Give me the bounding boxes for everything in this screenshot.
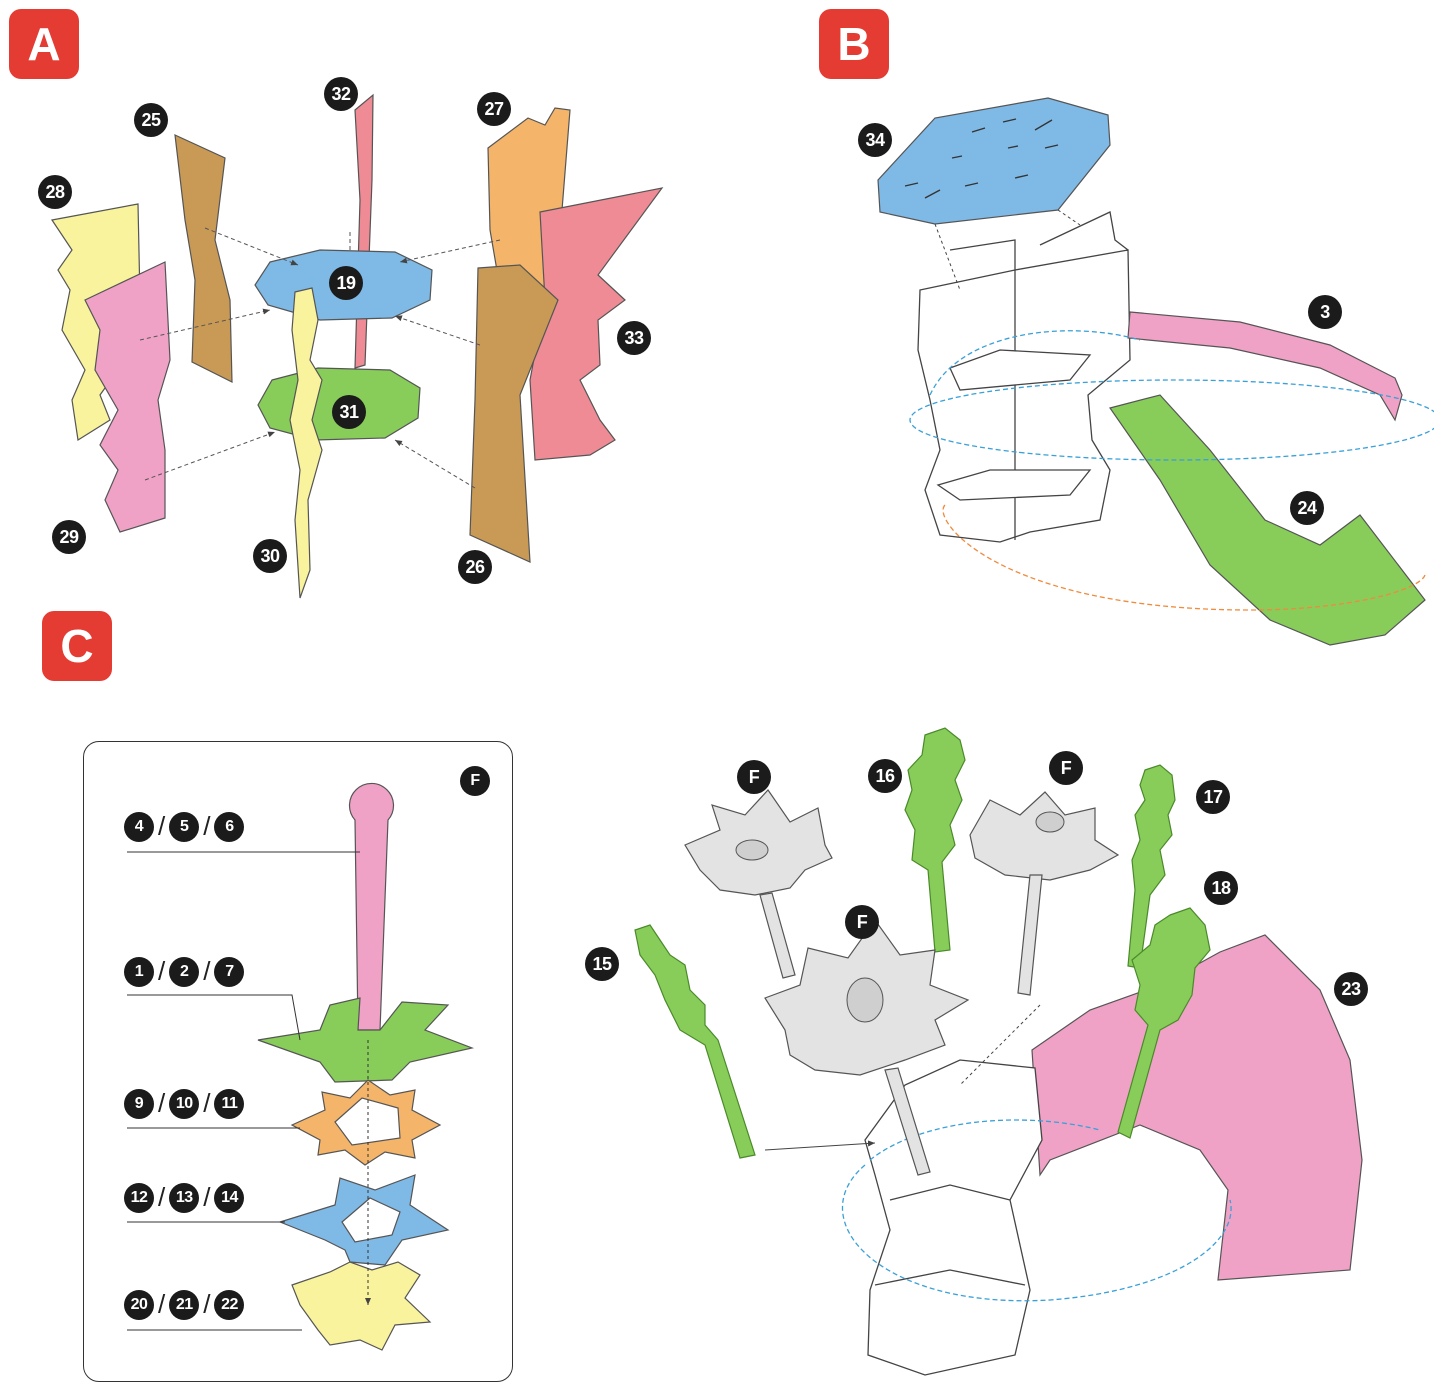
step-b-badge: B	[819, 9, 889, 79]
part-label: 21	[169, 1289, 200, 1320]
piece-32	[354, 93, 374, 369]
flower-f-3-stem	[884, 1067, 931, 1176]
piece-24	[1109, 394, 1426, 646]
part-label: 2	[169, 956, 200, 987]
piece-3	[1127, 311, 1403, 422]
part-group: 1/ 2/ 7	[124, 956, 245, 987]
slash: /	[158, 1088, 166, 1118]
part-label: 3	[1308, 295, 1342, 329]
piece-23	[1031, 934, 1363, 1281]
part-label: 13	[169, 1182, 200, 1213]
part-label: 23	[1334, 972, 1368, 1006]
part-group: 9/ 10/ 11	[124, 1088, 245, 1119]
part-label: 15	[585, 947, 619, 981]
part-label: 17	[1196, 780, 1230, 814]
slash: /	[203, 811, 211, 841]
part-label: 22	[214, 1289, 245, 1320]
part-label: 5	[169, 811, 200, 842]
part-label: F	[845, 905, 879, 939]
part-label: 9	[124, 1088, 154, 1119]
panel-f-diagram	[127, 782, 475, 1351]
flower-f-1-stem	[759, 892, 796, 979]
part-label: 16	[868, 759, 902, 793]
slash: /	[203, 956, 211, 986]
part-label: F	[737, 760, 771, 794]
part-label: 27	[477, 92, 511, 126]
part-label: 28	[38, 175, 72, 209]
flower-f-2-stem	[1017, 874, 1043, 996]
part-group: 20/ 21/ 22	[124, 1289, 245, 1320]
part-group: 4/ 5/ 6	[124, 811, 245, 842]
slash: /	[158, 1289, 166, 1319]
part-label: 20	[124, 1289, 154, 1320]
step-a-badge: A	[9, 9, 79, 79]
stem-18	[1117, 907, 1211, 1139]
part-label: 18	[1204, 871, 1238, 905]
step-c-diagram	[634, 727, 1363, 1376]
vase-c	[864, 1059, 1043, 1376]
piece-26	[469, 264, 559, 563]
part-group: 12/ 13/ 14	[124, 1182, 245, 1213]
piece-29	[84, 261, 171, 533]
part-label: 31	[332, 395, 366, 429]
part-label: 29	[52, 520, 86, 554]
slash: /	[203, 1289, 211, 1319]
panel-f-label: F	[460, 766, 490, 796]
part-label: 32	[324, 77, 358, 111]
part-label: 10	[169, 1088, 200, 1119]
part-label: 4	[124, 811, 154, 842]
piece-33	[529, 187, 664, 461]
part-label: 30	[253, 539, 287, 573]
piece-34	[877, 97, 1111, 225]
piece-25	[174, 134, 233, 383]
part-label: 6	[214, 811, 245, 842]
part-label: 12	[124, 1182, 154, 1213]
part-label: 34	[858, 123, 892, 157]
piece-30	[289, 287, 323, 599]
part-label: 26	[458, 550, 492, 584]
part-label: F	[1049, 751, 1083, 785]
part-label: 19	[329, 266, 363, 300]
part-label: 33	[617, 321, 651, 355]
part-label: 24	[1290, 491, 1324, 525]
step-b-diagram	[877, 97, 1434, 646]
slash: /	[203, 1088, 211, 1118]
layer-green	[257, 997, 475, 1083]
panel-f	[83, 741, 513, 1382]
part-label: 7	[214, 956, 245, 987]
step-a-diagram	[50, 93, 664, 599]
stem-17	[1127, 764, 1176, 969]
slash: /	[158, 811, 166, 841]
stem-15	[634, 924, 756, 1159]
vase-frame-b	[917, 249, 1131, 543]
layer-yellow	[291, 1261, 432, 1351]
piece-pistil	[348, 782, 395, 1031]
stem-16	[904, 727, 966, 953]
flower-f-2	[969, 791, 1120, 881]
slash: /	[158, 956, 166, 986]
part-label: 11	[214, 1088, 245, 1119]
slash: /	[203, 1182, 211, 1212]
part-label: 1	[124, 956, 154, 987]
slash: /	[158, 1182, 166, 1212]
step-c-badge: C	[42, 611, 112, 681]
part-label: 25	[134, 103, 168, 137]
part-label: 14	[214, 1182, 245, 1213]
